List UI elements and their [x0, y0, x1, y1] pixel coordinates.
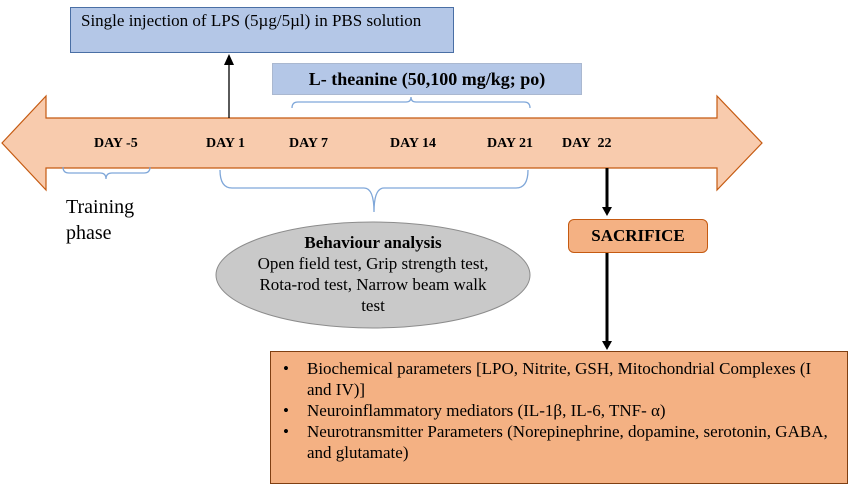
training-phase-label: Training phase	[66, 196, 135, 244]
parameter-text: Biochemical parameters [LPO, Nitrite, GS…	[307, 359, 812, 399]
list-item: • Neuroinflammatory mediators (IL-1β, IL-…	[283, 400, 837, 421]
parameters-arrow-head	[602, 341, 612, 350]
behaviour-brace	[219, 169, 529, 213]
sacrifice-text: SACRIFICE	[591, 226, 685, 245]
behaviour-ellipse	[215, 221, 531, 329]
list-item: • Biochemical parameters [LPO, Nitrite, G…	[283, 358, 837, 400]
bullet-icon: •	[283, 422, 289, 441]
parameter-text: Neuroinflammatory mediators (IL-1β, IL-6…	[307, 401, 666, 420]
bullet-icon: •	[283, 401, 289, 420]
lps-arrow-head	[224, 54, 234, 65]
parameters-list: • Biochemical parameters [LPO, Nitrite, G…	[283, 358, 837, 463]
day-label: DAY 22	[562, 136, 612, 151]
bullet-icon: •	[283, 359, 289, 378]
behaviour-title: Behaviour analysis	[304, 233, 442, 252]
day-label: DAY -5	[94, 136, 138, 151]
theanine-text: L- theanine (50,100 mg/kg; po)	[308, 69, 546, 89]
theanine-box: L- theanine (50,100 mg/kg; po)	[272, 63, 582, 95]
day-label: DAY 7	[289, 136, 329, 151]
parameter-text: Neurotransmitter Parameters (Norepinephr…	[307, 422, 828, 462]
day-label: DAY 14	[390, 136, 437, 151]
lps-injection-text: Single injection of LPS (5µg/5µl) in PBS…	[81, 11, 422, 30]
day-label: DAY 1	[206, 136, 246, 151]
theanine-brace	[291, 96, 531, 109]
sacrifice-box: SACRIFICE	[568, 219, 708, 253]
parameters-box: • Biochemical parameters [LPO, Nitrite, G…	[270, 351, 848, 484]
timeline-arrow	[1, 94, 763, 192]
list-item: • Neurotransmitter Parameters (Norepineph…	[283, 421, 837, 463]
lps-injection-box: Single injection of LPS (5µg/5µl) in PBS…	[70, 7, 454, 53]
sacrifice-arrow-head	[602, 207, 612, 216]
behaviour-tests: Open field test, Grip strength test, Rot…	[257, 254, 489, 315]
training-brace	[62, 166, 151, 180]
day-label: DAY 21	[487, 136, 534, 151]
behaviour-analysis: Behaviour analysis Open field test, Grip…	[216, 226, 530, 326]
